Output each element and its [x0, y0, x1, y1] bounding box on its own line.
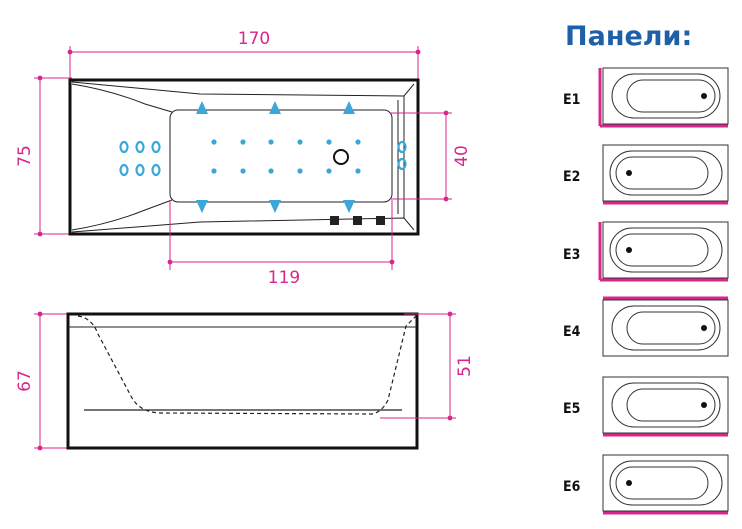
- dim-inner-width: 40: [390, 110, 472, 202]
- tub-outline-side: [66, 312, 419, 450]
- panel-e1: E1: [563, 67, 729, 128]
- dim-depth-label: 51: [455, 355, 475, 377]
- dim-width: 75: [15, 75, 72, 237]
- control-buttons: [330, 216, 385, 225]
- dim-length: 170: [67, 29, 421, 80]
- dim-inner-width-label: 40: [452, 145, 472, 167]
- tub-outline-top: [68, 78, 420, 236]
- panels-title: Панели:: [565, 21, 692, 52]
- panel-label: E5: [563, 401, 580, 417]
- back-jets: [119, 140, 161, 177]
- dim-height-label: 67: [15, 370, 35, 392]
- panel-e2: E2: [563, 144, 729, 205]
- panel-label: E6: [563, 479, 581, 495]
- dim-length-label: 170: [238, 29, 270, 49]
- panel-e3: E3: [563, 221, 729, 282]
- panel-label: E2: [563, 169, 580, 185]
- dim-height: 67: [15, 311, 72, 451]
- panel-e6: E6: [563, 454, 729, 515]
- air-jets: [211, 139, 361, 174]
- dim-inner-length: 119: [167, 200, 395, 288]
- dim-width-label: 75: [15, 145, 35, 167]
- panel-e4: E4: [563, 296, 729, 357]
- side-jets: [196, 101, 355, 213]
- dim-inner-length-label: 119: [268, 268, 300, 288]
- dim-depth: 51: [380, 311, 475, 421]
- foot-jets: [397, 140, 407, 171]
- panel-label: E1: [563, 92, 580, 108]
- panel-e5: E5: [563, 376, 729, 437]
- drain-icon: [333, 149, 349, 165]
- side-view: 67 51: [15, 311, 475, 451]
- panel-label: E4: [563, 324, 581, 340]
- panel-label: E3: [563, 247, 580, 263]
- top-view: 170 75: [15, 29, 472, 288]
- inner-basin: [169, 109, 393, 203]
